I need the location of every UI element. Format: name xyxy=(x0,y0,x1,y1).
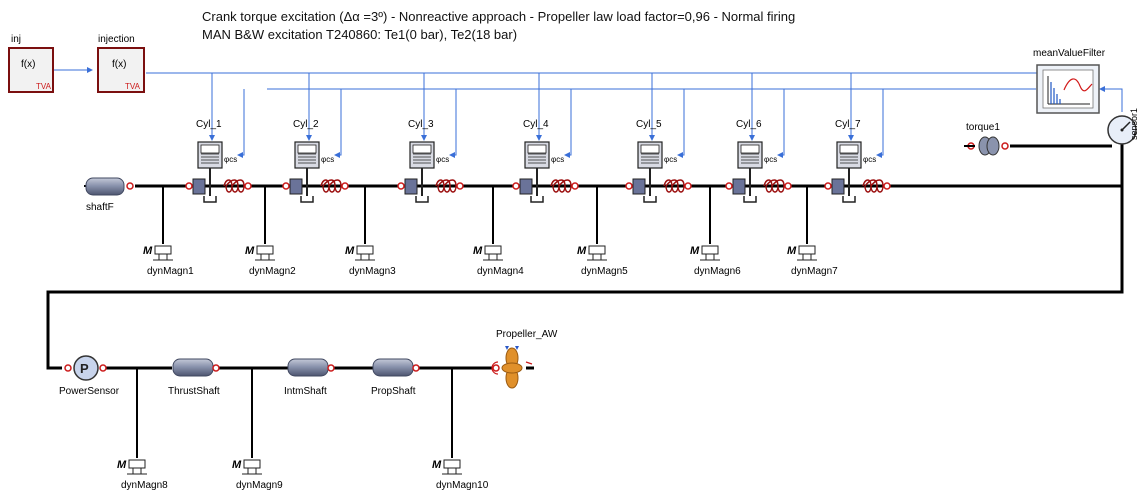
thrust-shaft[interactable]: ThrustShaft xyxy=(168,358,220,397)
inj-block[interactable]: inj f(x) TVA xyxy=(8,34,54,93)
injection-label: injection xyxy=(98,34,135,45)
phi-label: φcs xyxy=(863,155,876,164)
damper-label: dynMagn7 xyxy=(791,266,838,277)
intm-shaft-label: IntmShaft xyxy=(284,386,327,397)
intm-shaft[interactable]: IntmShaft xyxy=(284,358,335,397)
signal-wires xyxy=(53,67,1123,112)
sensor1[interactable]: sensor1 xyxy=(1107,108,1139,145)
cylinder-label: Cyl_6 xyxy=(736,119,762,130)
power-sensor-label: PowerSensor xyxy=(59,386,120,397)
shaftF[interactable]: shaftF xyxy=(84,177,134,213)
damper-symbol: M xyxy=(117,459,127,471)
propeller[interactable]: Propeller_AW xyxy=(491,329,558,389)
damper-symbol: M xyxy=(245,245,255,257)
sensor1-label: sensor1 xyxy=(1129,108,1139,140)
damper-label: dynMagn9 xyxy=(236,480,283,491)
damper-label: dynMagn8 xyxy=(121,480,168,491)
cylinder-7[interactable]: Cyl_7 φcs xyxy=(824,119,891,203)
injection-block[interactable]: injection f(x) TVA xyxy=(97,34,145,93)
inj-label: inj xyxy=(11,34,21,45)
damper-symbol: M xyxy=(787,245,797,257)
damper-label: dynMagn10 xyxy=(436,480,489,491)
damper-symbol: M xyxy=(473,245,483,257)
injection-tag: TVA xyxy=(125,82,141,91)
shaftF-label: shaftF xyxy=(86,202,114,213)
cylinder-label: Cyl_7 xyxy=(835,119,861,130)
damper-label: dynMagn6 xyxy=(694,266,741,277)
diagram-title-line2: MAN B&W excitation T240860: Te1(0 bar), … xyxy=(202,27,518,42)
torque1[interactable]: torque1 xyxy=(964,122,1009,156)
cylinder-5[interactable]: Cyl_5 φcs xyxy=(625,119,692,203)
damper-label: dynMagn5 xyxy=(581,266,628,277)
phi-label: φcs xyxy=(664,155,677,164)
damper-symbol: M xyxy=(432,459,442,471)
diagram-title-line1: Crank torque excitation (Δα =3º) - Nonre… xyxy=(202,9,796,24)
cylinder-label: Cyl_2 xyxy=(293,119,319,130)
damper-label: dynMagn3 xyxy=(349,266,396,277)
inj-fn: f(x) xyxy=(21,59,35,70)
damper-symbol: M xyxy=(143,245,153,257)
cylinder-label: Cyl_5 xyxy=(636,119,662,130)
cylinder-2[interactable]: Cyl_2 φcs xyxy=(282,119,349,203)
injection-fn: f(x) xyxy=(112,59,126,70)
prop-shaft[interactable]: PropShaft xyxy=(371,358,420,397)
damper-label: dynMagn4 xyxy=(477,266,524,277)
torque1-label: torque1 xyxy=(966,122,1000,133)
damper-symbol: M xyxy=(232,459,242,471)
cylinder-label: Cyl_1 xyxy=(196,119,222,130)
filter-label: meanValueFilter xyxy=(1033,48,1106,59)
damper-symbol: M xyxy=(577,245,587,257)
propeller-label: Propeller_AW xyxy=(496,329,558,340)
thrust-shaft-label: ThrustShaft xyxy=(168,386,220,397)
phi-label: φcs xyxy=(321,155,334,164)
damper-label: dynMagn1 xyxy=(147,266,194,277)
phi-label: φcs xyxy=(551,155,564,164)
cylinder-label: Cyl_3 xyxy=(408,119,434,130)
damper-symbol: M xyxy=(690,245,700,257)
cylinder-3[interactable]: Cyl_3 φcs xyxy=(397,119,464,203)
damper-symbol: M xyxy=(345,245,355,257)
cylinder-label: Cyl_4 xyxy=(523,119,549,130)
power-sensor[interactable]: P PowerSensor xyxy=(59,355,120,397)
phi-label: φcs xyxy=(436,155,449,164)
phi-label: φcs xyxy=(764,155,777,164)
cylinder-4[interactable]: Cyl_4 φcs xyxy=(512,119,579,203)
mean-value-filter[interactable]: meanValueFilter xyxy=(1033,48,1106,114)
power-sensor-symbol: P xyxy=(80,361,89,376)
phi-label: φcs xyxy=(224,155,237,164)
cylinder-1[interactable]: Cyl_1 φcs xyxy=(185,119,252,203)
prop-shaft-label: PropShaft xyxy=(371,386,416,397)
cylinder-6[interactable]: Cyl_6 φcs xyxy=(725,119,792,203)
inj-tag: TVA xyxy=(36,82,52,91)
damper-label: dynMagn2 xyxy=(249,266,296,277)
